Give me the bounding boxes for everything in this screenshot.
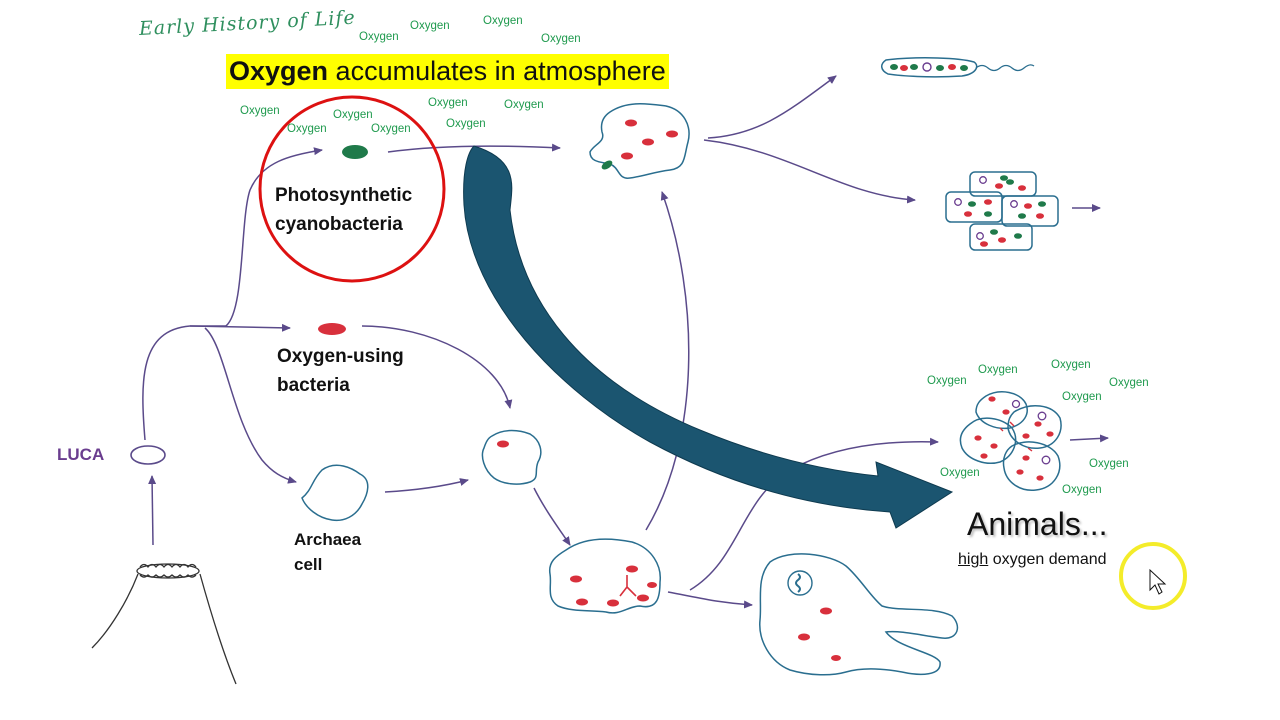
arrow-bacteria-to-cell	[361, 325, 513, 409]
oxygen-label: Oxygen	[446, 118, 486, 130]
oxygen-label: Oxygen	[1109, 377, 1149, 389]
colonial-organism	[881, 57, 1035, 78]
animals-label: Animals...	[967, 506, 1108, 542]
archaea-cell	[301, 464, 369, 522]
oxygen-using-bacteria-label: Oxygen-using bacteria	[277, 342, 404, 400]
oxygen-label: Oxygen	[1051, 359, 1091, 371]
arrow-vent-to-luca	[148, 475, 157, 546]
arrow-luca-trunk	[142, 325, 226, 441]
oxygen-label: Oxygen	[1089, 458, 1129, 470]
luca-cell	[130, 445, 166, 465]
oxygen-label: Oxygen	[541, 33, 581, 45]
oxygen-using-label-line2: bacteria	[277, 375, 350, 396]
oxygen-using-label-line1: Oxygen-using	[277, 346, 404, 367]
oxygen-label: Oxygen	[483, 15, 523, 27]
cell-with-mitochondrion	[481, 429, 542, 485]
archaea-label: Archaea cell	[294, 527, 361, 577]
oxygen-label: Oxygen	[371, 123, 411, 135]
banner-bold-word: Oxygen	[229, 56, 329, 86]
arrow-euk-to-plant	[703, 139, 916, 204]
archaea-label-line1: Archaea	[294, 530, 362, 549]
big-oxygen-arrow	[463, 145, 954, 529]
arrow-archaea-to-cell	[384, 478, 469, 493]
arrow-to-oxygen-bacteria	[189, 323, 291, 332]
oxygen-demand-label: high oxygen demand	[958, 551, 1107, 569]
cursor-icon	[1149, 568, 1167, 595]
oxygen-label: Oxygen	[940, 467, 980, 479]
demand-underlined-word: high	[958, 551, 989, 568]
luca-label: LUCA	[57, 445, 105, 464]
arrow-large-cell-to-amoeba	[667, 591, 753, 609]
oxygen-label: Oxygen	[1062, 484, 1102, 496]
cyanobacterium-cell	[342, 145, 368, 159]
arrow-animal-out	[1069, 434, 1109, 443]
arrow-cell-to-large-cell	[533, 487, 571, 546]
amoeba-cell	[759, 553, 959, 676]
banner-rest: accumulates in atmosphere	[328, 56, 666, 86]
cyanobacteria-label: Photosynthetic cyanobacteria	[275, 181, 412, 239]
plant-cells	[945, 171, 1059, 251]
cyanobacteria-label-line1: Photosynthetic	[275, 185, 413, 206]
oxygen-label: Oxygen	[287, 123, 327, 135]
highlight-circle	[258, 95, 446, 283]
animal-cell-cluster	[959, 391, 1062, 491]
large-eukaryotic-cell	[548, 538, 661, 614]
oxygen-label: Oxygen	[428, 97, 468, 109]
hydrothermal-vent	[91, 563, 237, 685]
demand-rest: oxygen demand	[988, 551, 1107, 568]
oxygen-label: Oxygen	[359, 31, 399, 43]
oxygen-label: Oxygen	[1062, 391, 1102, 403]
banner-oxygen-accumulates: Oxygen accumulates in atmosphere	[226, 54, 669, 89]
arrow-to-cyanobacteria	[225, 147, 323, 327]
cursor-highlight-circle	[1119, 542, 1187, 610]
archaea-label-line2: cell	[294, 555, 323, 574]
oxygen-label: Oxygen	[410, 20, 450, 32]
oxygen-label: Oxygen	[333, 109, 373, 121]
arrow-euk-to-colony	[707, 75, 837, 139]
oxygen-using-bacterium-cell	[318, 323, 346, 335]
oxygen-label: Oxygen	[240, 105, 280, 117]
arrow-to-archaea	[204, 327, 297, 484]
oxygen-label: Oxygen	[978, 364, 1018, 376]
oxygen-label: Oxygen	[504, 99, 544, 111]
lineage-arrows	[142, 75, 1109, 609]
cyanobacteria-label-line2: cyanobacteria	[275, 214, 403, 235]
photosynthetic-eukaryote	[589, 103, 690, 179]
oxygen-label: Oxygen	[927, 375, 967, 387]
arrow-large-cell-up	[645, 191, 690, 531]
arrow-cyano-to-euk	[387, 143, 561, 153]
